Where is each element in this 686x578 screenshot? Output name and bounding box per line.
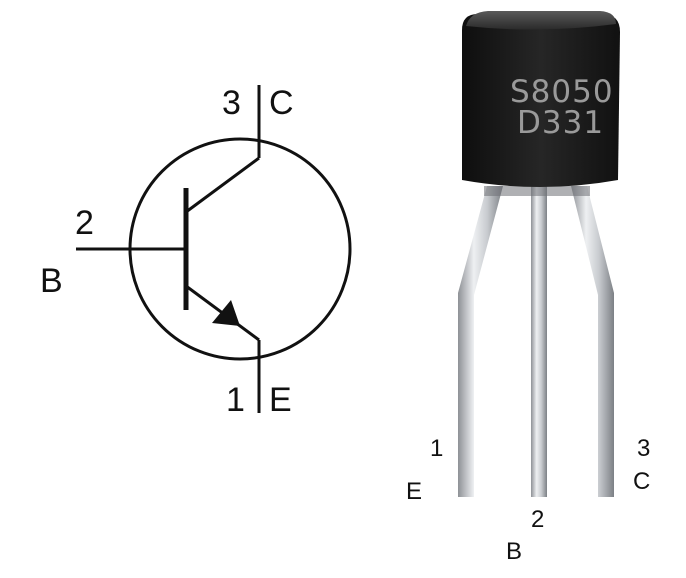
package-body	[462, 14, 620, 187]
lead-base	[531, 186, 547, 497]
lead-collector	[571, 186, 614, 497]
emitter-arrow-icon	[212, 300, 240, 326]
package-pin-number: 2	[531, 506, 544, 533]
lead-emitter	[458, 186, 503, 497]
npn-transistor-symbol: 3 C 2 B 1 E	[40, 84, 352, 419]
package-pin-name: B	[506, 538, 522, 565]
symbol-pin-number: 2	[75, 204, 94, 242]
package-pin-name: C	[633, 468, 650, 495]
package-marking-line1: S8050	[510, 74, 614, 110]
package-pin-number: 1	[430, 435, 443, 462]
symbol-pin-number: 1	[226, 381, 245, 419]
symbol-pin-name: E	[269, 381, 292, 419]
package-top-face	[466, 11, 616, 30]
package-pin-number: 3	[637, 435, 650, 462]
package-marking-line2: D331	[517, 105, 604, 141]
symbol-pin-name: C	[269, 84, 294, 122]
symbol-pin-number: 3	[222, 84, 241, 122]
package-pin-name: E	[406, 478, 422, 505]
collector-diagonal	[185, 156, 260, 214]
to92-package-photo: S8050 D331 1 E 2 B 3 C	[406, 11, 650, 565]
lead-shoulder-shadow	[484, 186, 590, 196]
symbol-pin-name: B	[40, 262, 63, 300]
